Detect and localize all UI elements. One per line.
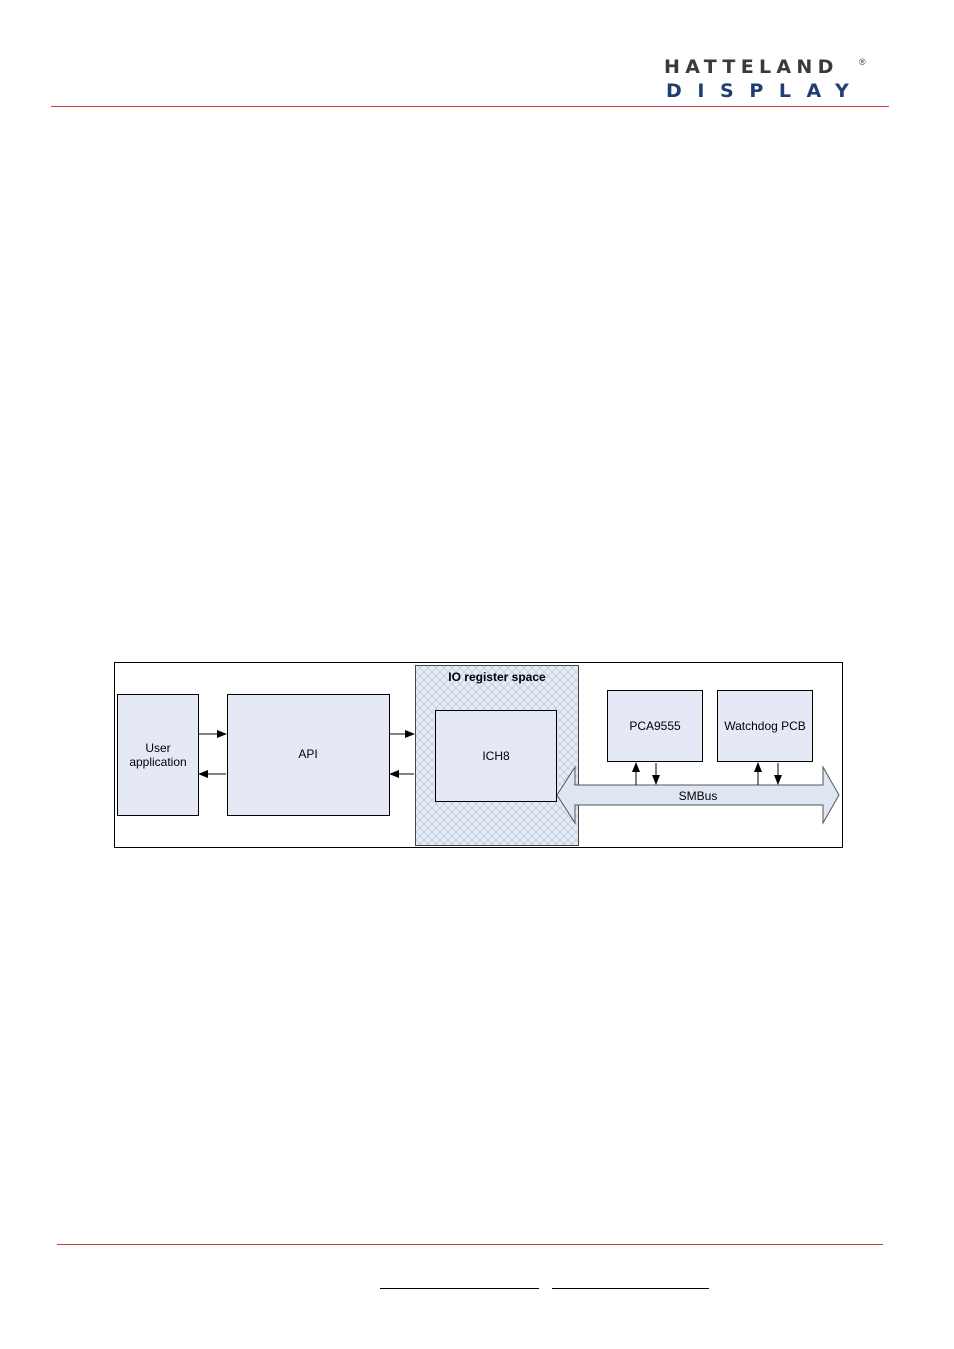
smbus-label: SMBus [679,789,718,803]
ich8-label: ICH8 [482,749,510,763]
pca9555-label: PCA9555 [629,719,681,733]
pca9555-box [607,690,703,762]
watchdog-pcb-label: Watchdog PCB [724,719,806,733]
io-register-space-label: IO register space [448,670,546,684]
watchdog-pcb-box [717,690,813,762]
logo-registered-mark: ® [859,57,866,67]
logo-line-display: DISPLAY [666,80,865,102]
smbus-arrow [556,765,840,825]
hatteland-display-logo: HATTELAND ® DISPLAY [664,56,874,106]
user-application-box [117,694,199,816]
logo-line-hatteland: HATTELAND [664,56,839,78]
user-application-label-line1: User [145,741,170,755]
ich8-box [435,710,557,802]
footer-link-underline-2 [552,1288,709,1289]
footer-link-underline-1 [380,1288,539,1289]
user-application-label-line2: application [129,755,186,769]
api-label: API [298,747,317,761]
header-rule [51,106,889,107]
api-box [227,694,390,816]
footer-rule [57,1244,883,1245]
